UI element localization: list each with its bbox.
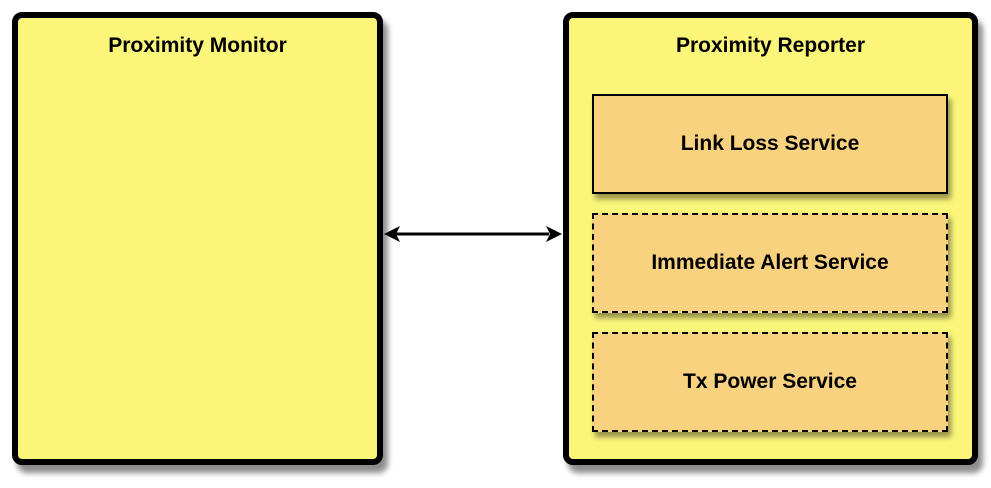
link-loss-service-label: Link Loss Service [680,132,860,155]
proximity-reporter-title: Proximity Reporter [675,34,866,57]
immediate-alert-service-box: Immediate Alert Service [592,213,948,313]
immediate-alert-service-label: Immediate Alert Service [651,251,889,274]
proximity-monitor-box: Proximity Monitor [12,12,383,465]
arrow-head-right-icon [546,226,562,242]
tx-power-service-label: Tx Power Service [683,370,857,393]
link-loss-service-box: Link Loss Service [592,94,948,194]
arrow-head-left-icon [384,226,400,242]
proximity-monitor-title: Proximity Monitor [108,34,287,57]
tx-power-service-box: Tx Power Service [592,332,948,432]
